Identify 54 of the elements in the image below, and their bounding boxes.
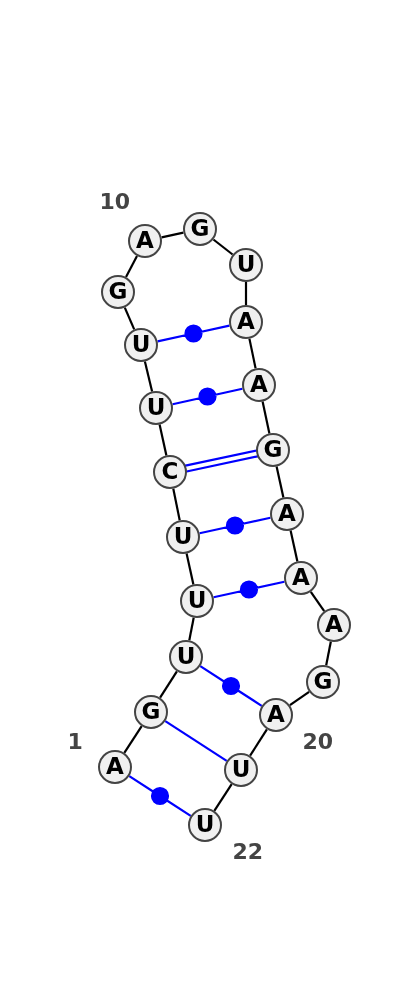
- nucleotide-node: G: [306, 665, 340, 699]
- base-pair-line: [164, 720, 228, 762]
- backbone-line: [212, 238, 234, 256]
- nucleotide-node: U: [229, 248, 263, 282]
- backbone-line: [185, 553, 195, 585]
- backbone-line: [275, 466, 285, 498]
- nucleotide-node: G: [134, 695, 168, 729]
- nucleotide-node: A: [242, 368, 276, 402]
- backbone-line: [188, 617, 195, 641]
- nucleotide-node: A: [259, 698, 293, 732]
- base-pair-line: [171, 387, 244, 406]
- nucleotide-node: U: [139, 391, 173, 425]
- nucleotide-node: G: [183, 212, 217, 246]
- position-number: 10: [99, 190, 131, 214]
- nucleotide-node: G: [256, 433, 290, 467]
- nucleotide-node: A: [128, 224, 162, 258]
- nucleotide-node: A: [229, 305, 263, 339]
- nucleotide-node: U: [166, 520, 200, 554]
- backbone-line: [158, 424, 168, 456]
- backbone-line: [161, 231, 184, 239]
- backbone-line: [213, 783, 233, 812]
- nucleotide-node: C: [153, 455, 187, 489]
- backbone-line: [261, 401, 271, 434]
- base-pair-line: [128, 775, 192, 817]
- nucleotide-node: U: [224, 753, 258, 787]
- backbone-line: [289, 530, 299, 562]
- base-pair-line: [212, 580, 286, 599]
- backbone-line: [123, 725, 143, 754]
- backbone-line: [125, 255, 138, 278]
- nucleotide-node: A: [317, 608, 351, 642]
- backbone-line: [325, 641, 332, 666]
- nucleotide-node: U: [169, 640, 203, 674]
- position-number: 20: [302, 730, 334, 754]
- backbone-line: [172, 488, 181, 521]
- base-pair-line: [199, 665, 263, 707]
- backbone-line: [249, 728, 268, 757]
- backbone-line: [159, 670, 178, 699]
- nucleotide-node: G: [101, 275, 135, 309]
- nucleotide-node: A: [284, 561, 318, 595]
- backbone-line: [248, 338, 257, 369]
- backbone-line: [309, 591, 326, 612]
- nucleotide-node: A: [98, 750, 132, 784]
- backbone-line: [123, 307, 136, 330]
- nucleotide-node: A: [270, 497, 304, 531]
- nucleotide-node: U: [124, 328, 158, 362]
- position-number: 1: [67, 730, 83, 754]
- backbone-line: [143, 361, 154, 392]
- base-pair-line: [156, 324, 231, 343]
- backbone-line: [244, 282, 248, 305]
- backbone-line: [289, 690, 310, 707]
- nucleotide-node: U: [180, 584, 214, 618]
- position-number: 22: [232, 840, 264, 864]
- nucleotide-node: U: [188, 808, 222, 842]
- base-pair-line: [198, 516, 272, 535]
